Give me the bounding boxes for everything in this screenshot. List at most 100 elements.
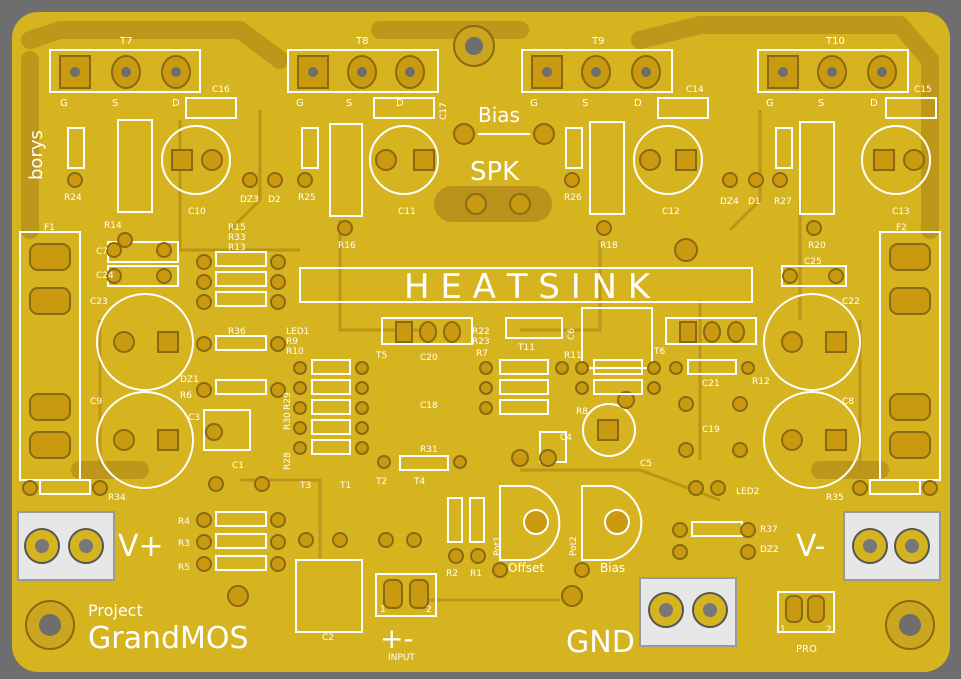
svg-text:C23: C23 — [90, 297, 108, 307]
svg-text:R30: R30 — [283, 412, 293, 430]
svg-text:DZ3: DZ3 — [240, 195, 259, 205]
svg-text:S: S — [818, 98, 824, 109]
svg-text:R23: R23 — [472, 337, 490, 347]
svg-text:C8: C8 — [842, 397, 854, 407]
svg-text:R14: R14 — [104, 221, 122, 231]
svg-text:R8: R8 — [576, 407, 588, 417]
vminus-label: V- — [796, 529, 826, 564]
heatsink-outline — [299, 267, 753, 303]
svg-text:C6: C6 — [567, 328, 577, 340]
via-pads — [22, 172, 938, 607]
svg-text:F1: F1 — [44, 223, 55, 233]
screw-terminals — [17, 511, 941, 647]
vplus-label: V+ — [118, 529, 164, 564]
pro-label: PRO — [796, 644, 817, 655]
svg-text:DZ1: DZ1 — [180, 375, 199, 385]
cap-pads — [113, 149, 925, 451]
bias-test-label: Bias — [478, 103, 520, 127]
transistor-label-t9: T9 — [591, 36, 604, 47]
svg-text:C3: C3 — [188, 413, 200, 423]
svg-text:R3: R3 — [178, 539, 190, 549]
svg-text:2: 2 — [826, 625, 832, 635]
svg-text:R37: R37 — [760, 525, 778, 535]
svg-text:2: 2 — [426, 605, 432, 615]
svg-text:G: G — [530, 98, 538, 109]
svg-text:C17: C17 — [439, 102, 449, 120]
svg-text:D: D — [870, 98, 878, 109]
svg-text:R35: R35 — [826, 493, 844, 503]
heatsink-label: H E A T S I N K — [404, 267, 652, 307]
svg-text:R31: R31 — [420, 445, 438, 455]
transistor-pad-holes — [70, 67, 887, 77]
svg-text:G: G — [766, 98, 774, 109]
driver-transistors — [381, 307, 757, 369]
svg-text:C22: C22 — [842, 297, 860, 307]
trim-pots — [499, 485, 643, 561]
author-label: borys — [26, 130, 47, 180]
project-label: Project — [88, 601, 143, 620]
svg-text:R13: R13 — [228, 243, 246, 253]
top-transistors — [49, 49, 909, 93]
svg-text:R29: R29 — [283, 392, 293, 410]
svg-text:T6: T6 — [653, 347, 665, 357]
mounting-holes — [25, 25, 935, 650]
svg-text:R10: R10 — [286, 347, 304, 357]
svg-text:R1: R1 — [470, 569, 482, 579]
svg-text:R26: R26 — [564, 193, 582, 203]
svg-text:R33: R33 — [228, 233, 246, 243]
svg-text:G: G — [296, 98, 304, 109]
svg-text:R2: R2 — [446, 569, 458, 579]
svg-text:R27: R27 — [774, 197, 792, 207]
gnd-label: GND — [566, 625, 635, 660]
svg-text:C5: C5 — [640, 459, 652, 469]
svg-text:C1: C1 — [232, 461, 244, 471]
svg-text:C7: C7 — [96, 247, 108, 257]
svg-text:R11: R11 — [564, 351, 582, 361]
svg-text:T5: T5 — [375, 351, 387, 361]
pot1-label: Pot1 — [493, 536, 503, 556]
offset-label: Offset — [508, 561, 544, 575]
spk-label: SPK — [470, 157, 520, 187]
fuse-holders — [19, 231, 941, 481]
svg-text:R6: R6 — [180, 391, 192, 401]
svg-text:D1: D1 — [748, 197, 761, 207]
svg-text:R28: R28 — [283, 452, 293, 470]
svg-text:T2: T2 — [375, 477, 387, 487]
svg-text:C13: C13 — [892, 207, 910, 217]
svg-text:F2: F2 — [896, 223, 907, 233]
svg-text:D: D — [634, 98, 642, 109]
svg-text:T11: T11 — [517, 343, 535, 353]
svg-text:D: D — [396, 98, 404, 109]
svg-text:C21: C21 — [702, 379, 720, 389]
input-connector — [375, 573, 835, 633]
svg-text:C20: C20 — [420, 353, 438, 363]
svg-text:D: D — [172, 98, 180, 109]
transistor-label-t8: T8 — [355, 36, 368, 47]
svg-text:R9: R9 — [286, 337, 298, 347]
svg-text:R12: R12 — [752, 377, 770, 387]
svg-text:S: S — [112, 98, 118, 109]
driver-pads — [395, 321, 745, 343]
svg-text:R24: R24 — [64, 193, 82, 203]
svg-text:R15: R15 — [228, 223, 246, 233]
svg-text:R7: R7 — [476, 349, 488, 359]
svg-text:R4: R4 — [178, 517, 190, 527]
electrolytic-capacitors — [96, 125, 931, 489]
resistor-bodies — [39, 119, 921, 571]
svg-text:T4: T4 — [413, 477, 425, 487]
input-sign-label: +- — [380, 622, 414, 655]
svg-text:C18: C18 — [420, 401, 438, 411]
copper-traces — [21, 16, 939, 479]
svg-text:C4: C4 — [560, 433, 572, 443]
svg-text:C15: C15 — [914, 85, 932, 95]
svg-text:R36: R36 — [228, 327, 246, 337]
input-label: INPUT — [388, 653, 415, 663]
pot-centers — [523, 509, 630, 535]
spk-connector — [434, 123, 555, 222]
svg-text:C24: C24 — [96, 271, 114, 281]
svg-text:G: G — [60, 98, 68, 109]
transistor-label-t7: T7 — [119, 36, 132, 47]
svg-text:R18: R18 — [600, 241, 618, 251]
